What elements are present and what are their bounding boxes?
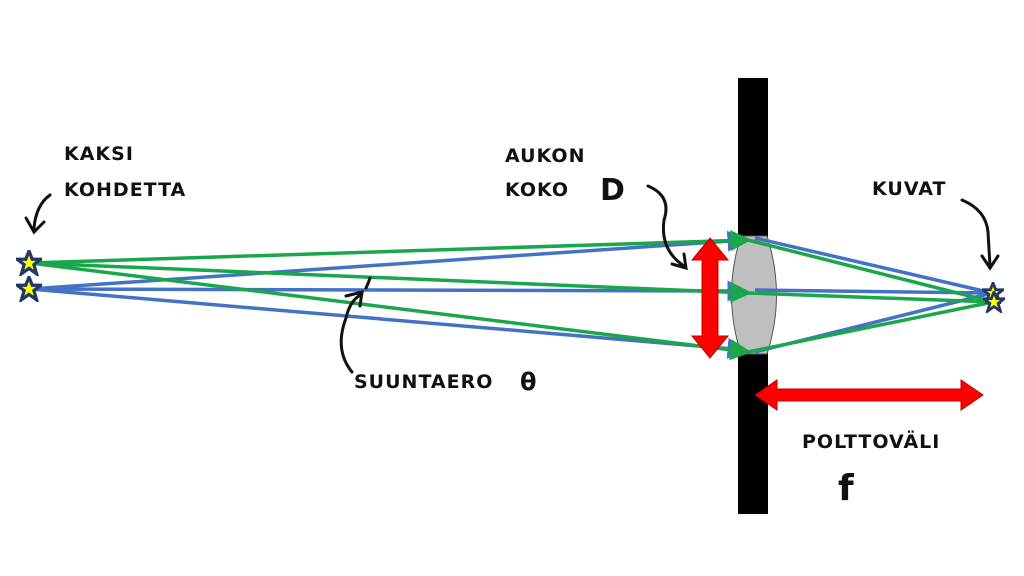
blue-rays <box>29 230 993 359</box>
source-star-top <box>16 250 42 276</box>
source-star-bottom <box>16 276 42 302</box>
aperture-label-line2: KOKO <box>505 179 569 201</box>
aperture-size-arrow <box>690 237 730 359</box>
focal-symbol: f <box>838 468 855 509</box>
aperture-label-line1: AUKON <box>505 145 585 167</box>
angle-label: SUUNTAERO <box>354 371 493 393</box>
focal-length-arrow <box>754 379 984 411</box>
lens <box>731 235 777 355</box>
focal-label: POLTTOVÄLI <box>802 429 940 453</box>
angle-symbol: θ <box>520 368 538 396</box>
images-label: KUVAT <box>872 178 946 200</box>
sources-label-line1: KAKSI <box>64 143 134 165</box>
sources-label-line2: KOHDETTA <box>64 179 186 201</box>
green-rays <box>29 230 994 361</box>
pointer-strokes <box>24 184 1000 374</box>
aperture-symbol: D <box>600 173 626 208</box>
